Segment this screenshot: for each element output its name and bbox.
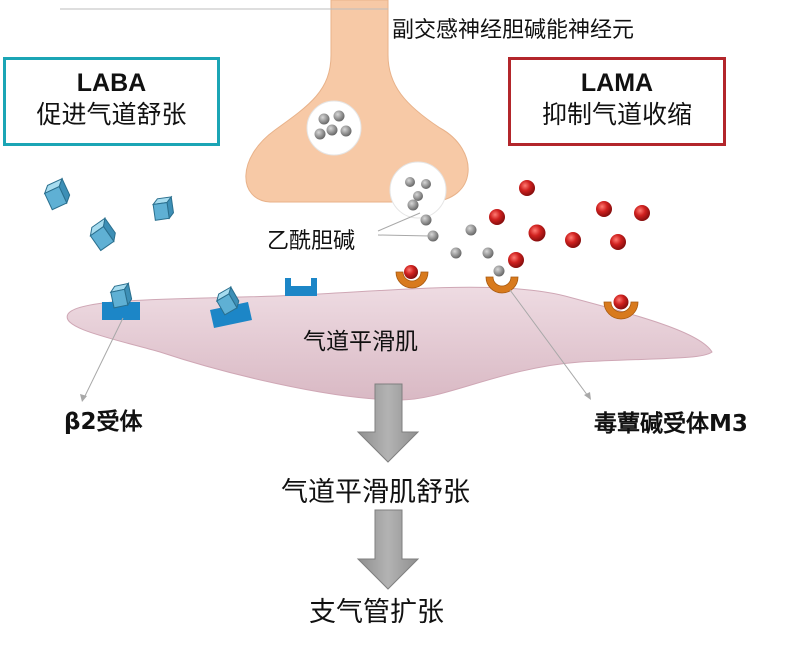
laba-subtitle: 促进气道舒张 xyxy=(36,100,187,129)
down-arrow xyxy=(356,509,420,590)
beta2-receptor-empty xyxy=(285,278,317,296)
beta2-leader-arrowhead xyxy=(80,394,87,402)
dilation-label: 支气管扩张 xyxy=(309,597,444,628)
releasing-vesicle xyxy=(389,161,447,219)
relaxation-label: 气道平滑肌舒张 xyxy=(281,477,470,508)
m3-receptor xyxy=(603,301,639,320)
laba-molecule xyxy=(89,216,116,252)
beta2-receptor-label: β2受体 xyxy=(64,409,143,435)
acetylcholine-molecules xyxy=(407,199,505,277)
laba-title: LABA xyxy=(76,69,147,97)
ach-leader-line xyxy=(377,212,421,232)
neuron-terminal xyxy=(245,0,469,203)
beta2-receptor xyxy=(102,297,140,320)
lama-box: LAMA 抑制气道收缩 xyxy=(508,57,726,146)
m3-receptor xyxy=(395,271,429,289)
m3-receptor-label: 毒蕈碱受体M3 xyxy=(594,411,748,437)
lama-molecules xyxy=(404,180,650,310)
laba-molecule-bound xyxy=(216,285,240,316)
m3-receptor xyxy=(485,276,519,294)
m3-leader-arrowhead xyxy=(584,392,591,400)
smooth-muscle-label: 气道平滑肌 xyxy=(303,329,418,355)
lama-title: LAMA xyxy=(580,69,654,97)
laba-box: LABA 促进气道舒张 xyxy=(3,57,220,146)
lama-subtitle: 抑制气道收缩 xyxy=(541,100,692,129)
neuron-label: 副交感神经胆碱能神经元 xyxy=(392,18,635,43)
down-arrow xyxy=(356,383,420,463)
m3-leader-line xyxy=(509,289,589,397)
synaptic-vesicle xyxy=(306,100,362,156)
beta2-leader-line xyxy=(83,317,124,399)
laba-molecule xyxy=(43,177,71,211)
acetylcholine-label: 乙酰胆碱 xyxy=(267,229,356,254)
beta2-receptor xyxy=(210,302,252,328)
laba-molecule-bound xyxy=(109,282,133,309)
ach-leader-line xyxy=(377,234,431,237)
laba-molecule xyxy=(151,195,174,221)
